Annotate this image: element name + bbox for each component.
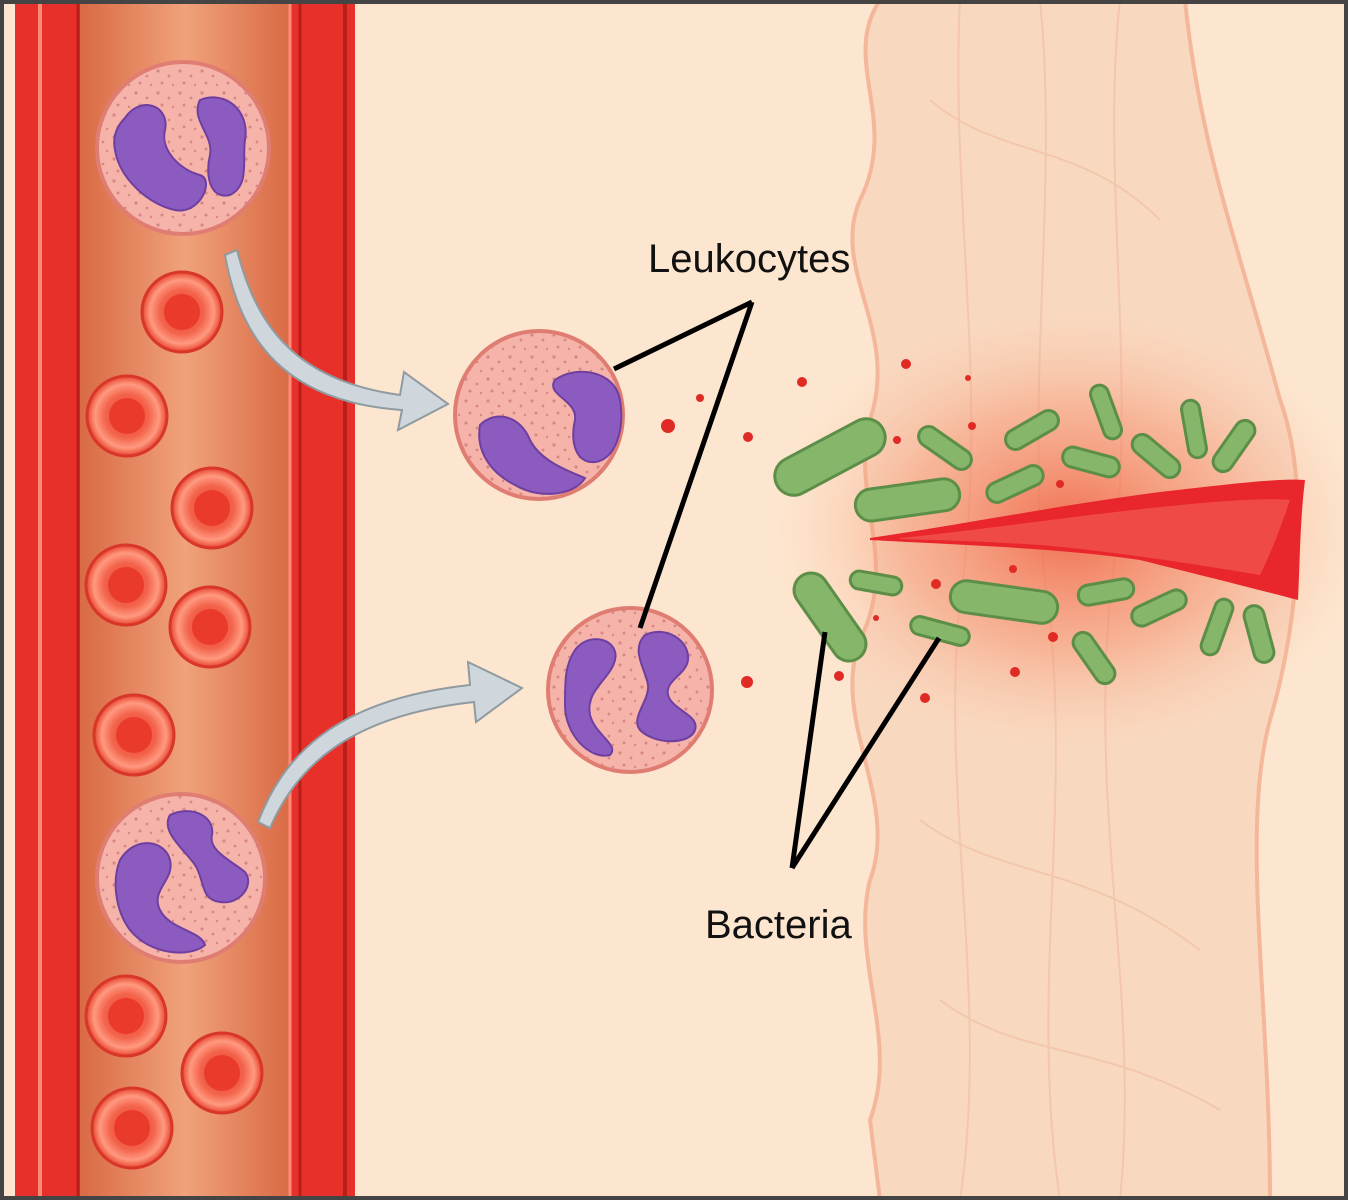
bacterium bbox=[985, 464, 1045, 504]
bacterium bbox=[1130, 588, 1188, 628]
bacterium bbox=[853, 477, 962, 523]
leukocyte-in-vessel-top bbox=[95, 60, 271, 236]
leukocyte-in-vessel-bottom bbox=[95, 792, 267, 964]
leukocytes-label: Leukocytes bbox=[648, 237, 850, 281]
bacterium bbox=[1071, 630, 1117, 686]
red-blood-cell bbox=[85, 374, 169, 458]
wound-inner bbox=[900, 499, 1290, 575]
leukocyte-migrated-lower bbox=[546, 606, 714, 774]
red-blood-cell bbox=[170, 466, 254, 550]
red-blood-cell bbox=[180, 1031, 264, 1115]
bacterium bbox=[917, 425, 973, 471]
bacterium bbox=[1180, 398, 1208, 460]
bacterium bbox=[1242, 604, 1276, 664]
bacteria-label: Bacteria bbox=[705, 903, 852, 947]
bacterium bbox=[1076, 577, 1136, 607]
red-blood-cell bbox=[92, 693, 176, 777]
bacteria-cluster bbox=[773, 383, 1276, 686]
bacterium bbox=[848, 569, 904, 597]
bacterium bbox=[1211, 418, 1257, 474]
red-blood-cell bbox=[84, 974, 168, 1058]
red-blood-cell bbox=[140, 270, 224, 354]
bacterium bbox=[1130, 432, 1182, 480]
bacterium bbox=[1199, 597, 1235, 657]
bacteria-leader-lines bbox=[789, 631, 942, 870]
bacterium bbox=[1061, 445, 1121, 479]
blood-droplets bbox=[661, 359, 1064, 703]
bacterium bbox=[948, 579, 1060, 625]
migration-arrow-lower bbox=[256, 660, 524, 830]
red-blood-cells bbox=[84, 270, 264, 1170]
bacterium bbox=[792, 571, 868, 663]
leukocytes-leader-lines bbox=[612, 299, 755, 629]
bacterium bbox=[1089, 383, 1123, 441]
red-blood-cell bbox=[168, 585, 252, 669]
bacterium bbox=[1004, 409, 1060, 451]
red-blood-cell bbox=[84, 543, 168, 627]
bacterium bbox=[773, 417, 887, 497]
migration-arrow-upper bbox=[223, 248, 450, 432]
leukocyte-migrated-upper bbox=[453, 329, 625, 501]
red-blood-cell bbox=[90, 1086, 174, 1170]
